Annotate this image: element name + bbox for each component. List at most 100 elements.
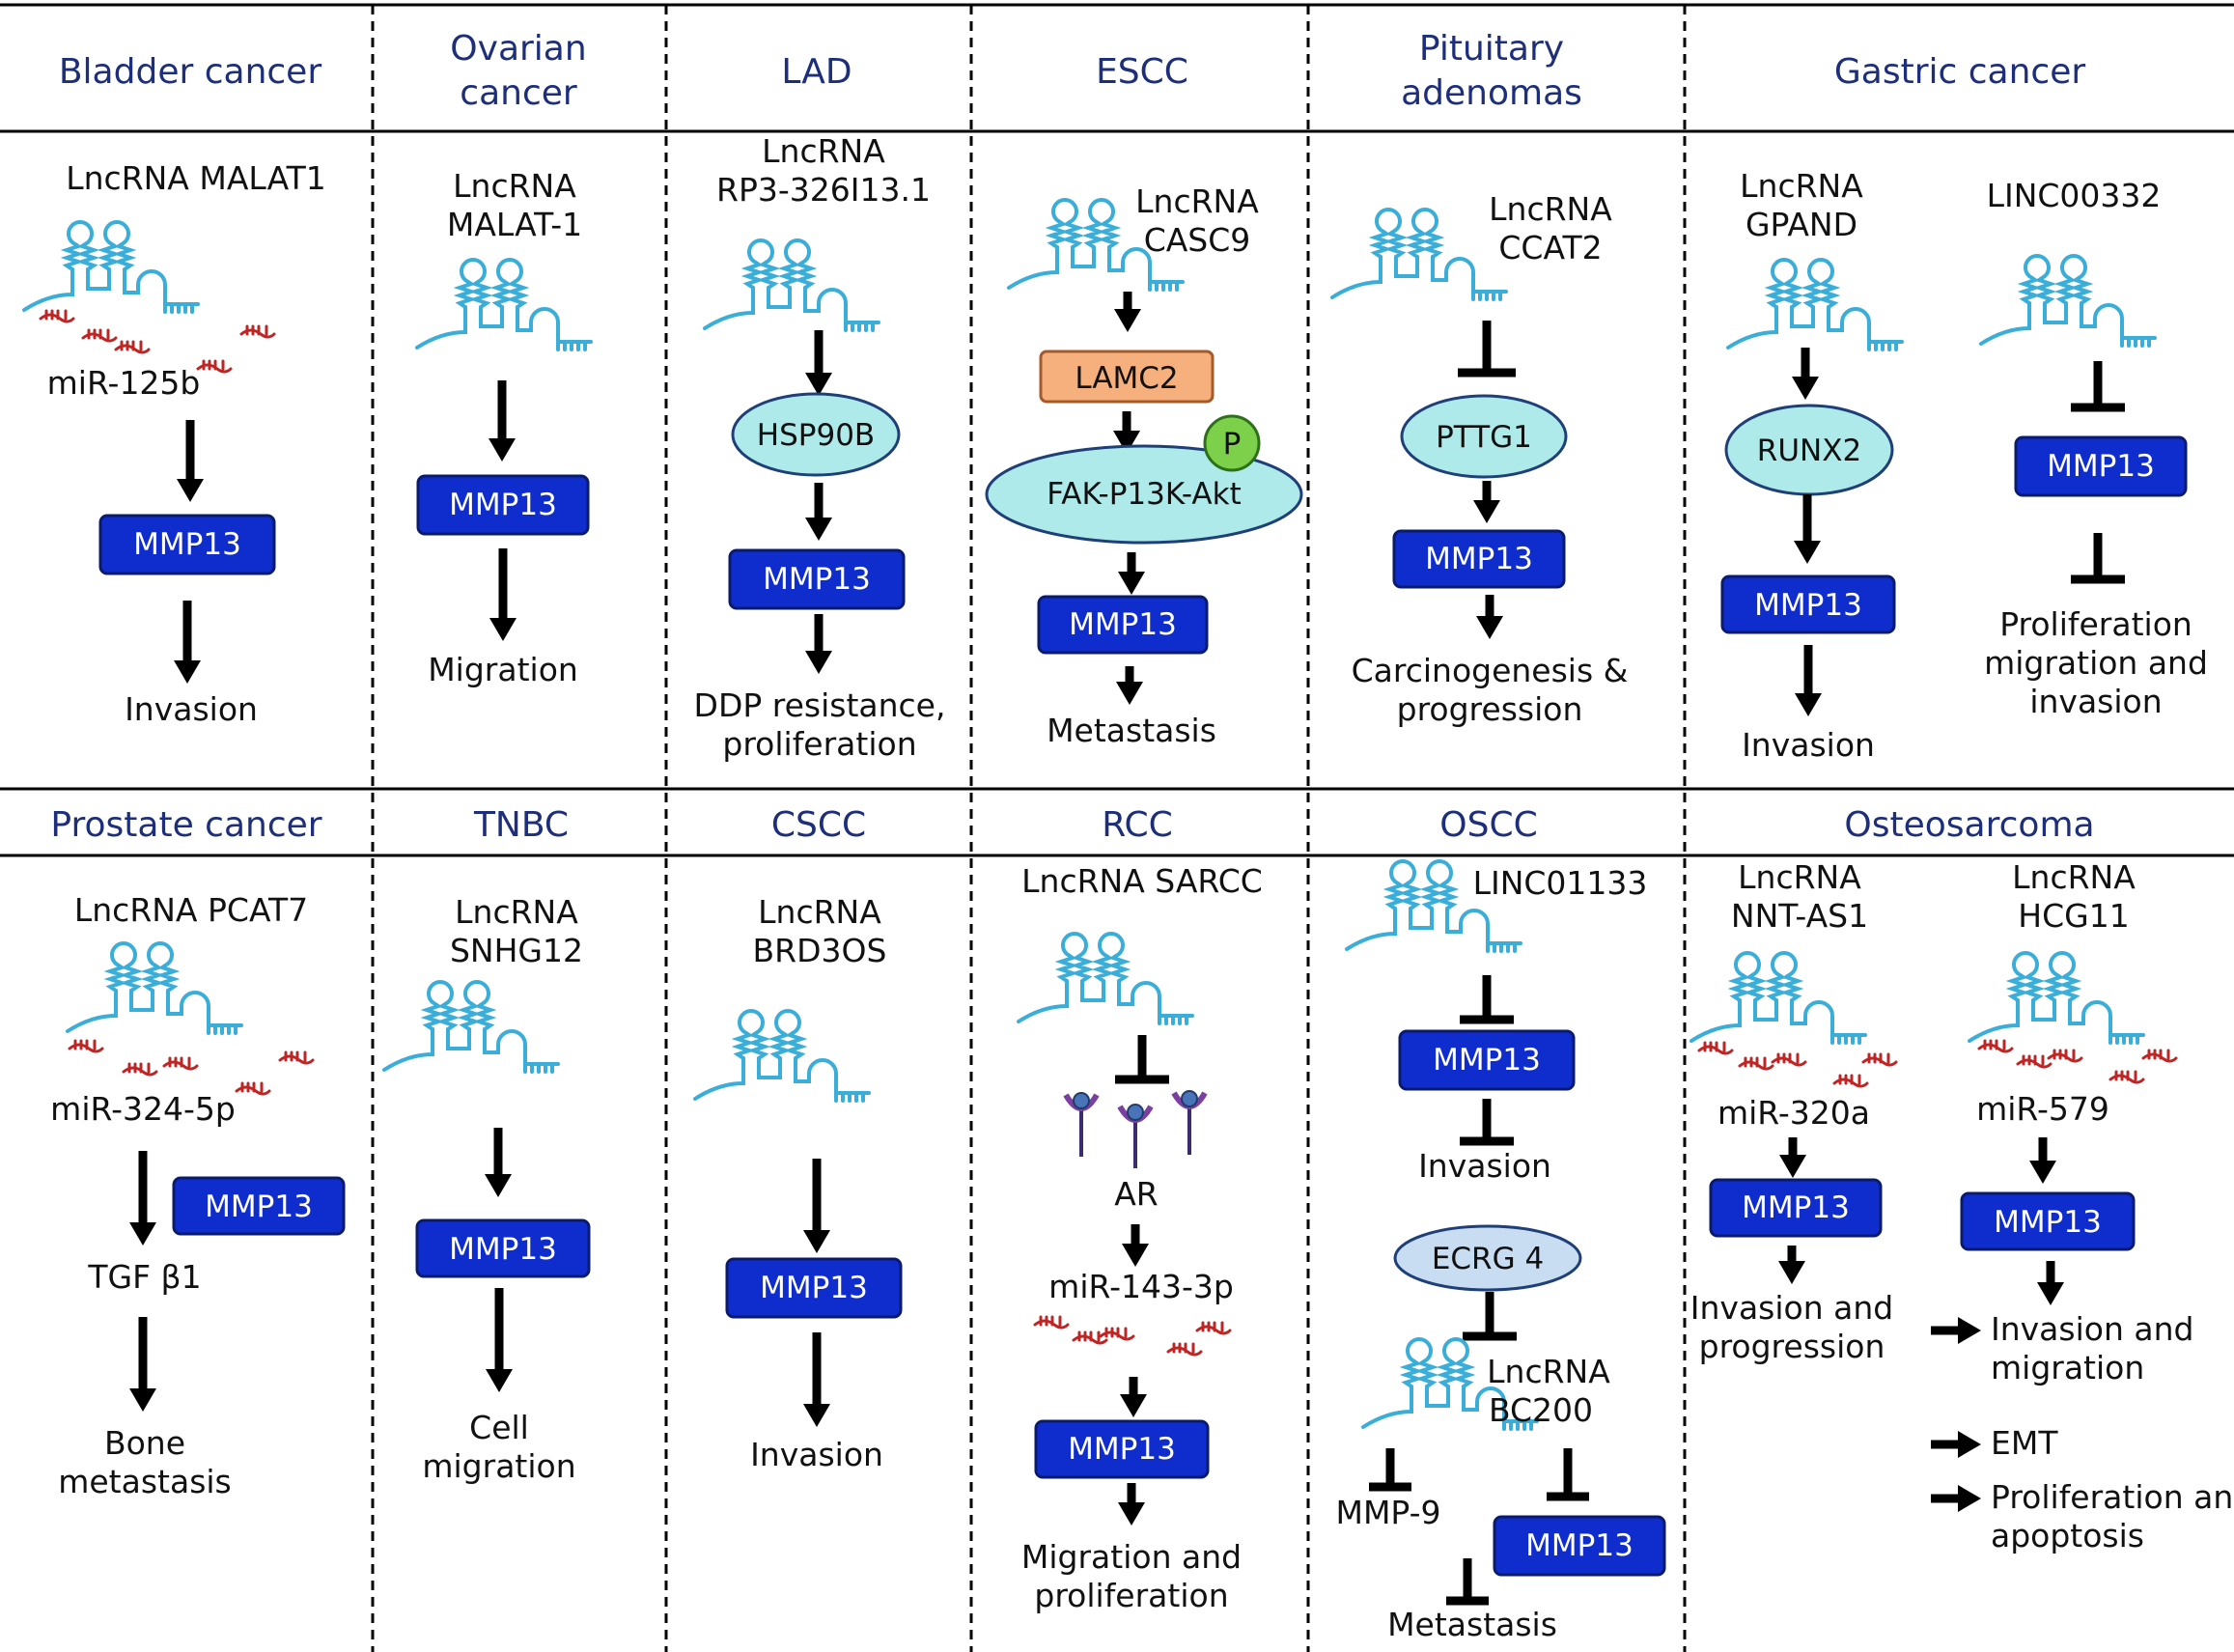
arrow: [1114, 292, 1141, 332]
osteo-mmp13-1-label: MMP13: [1742, 1190, 1850, 1225]
inhibition: [1547, 1448, 1589, 1501]
osteo-outcome1: Invasion and: [1690, 1289, 1893, 1327]
arrow: [2037, 1261, 2064, 1305]
arrow: [485, 1128, 512, 1197]
arrow: [2029, 1137, 2056, 1184]
mirna-icon: [239, 324, 276, 339]
header-oscc: OSCC: [1439, 805, 1537, 845]
mmp13-box: [1392, 529, 1566, 589]
arrow: [1113, 411, 1140, 454]
receptor-icon: [1066, 1093, 1097, 1157]
arrow: [1931, 1317, 1981, 1344]
oscc-oval-label: ECRG 4: [1432, 1242, 1544, 1276]
cscc-mmp13-label: MMP13: [760, 1271, 868, 1305]
mirna-icon: [2108, 1070, 2145, 1084]
arrow: [803, 1332, 830, 1427]
ovarian-panel: LncRNA MALAT-1 MMP13 Migration: [415, 167, 593, 688]
lad-mmp13-label: MMP13: [763, 562, 871, 597]
mirna-icon: [1771, 1052, 1807, 1067]
mmp13-box: [1037, 595, 1209, 655]
mirna-icon: [162, 1056, 199, 1071]
arrow: [1795, 645, 1822, 716]
mirna-icon: [122, 1062, 158, 1077]
prostate-panel: LncRNA PCAT7 miR-324-5p MMP13 TGF β1 Bon…: [50, 891, 346, 1500]
arrow: [1116, 666, 1143, 705]
escc-lncrna-label-line2: CASC9: [1144, 221, 1251, 259]
osteo-lncrna1-label-line2: NNT-AS1: [1731, 897, 1868, 935]
gastric-outcome2: Proliferation: [1999, 605, 2192, 643]
header-lad: LAD: [781, 52, 852, 92]
header-osteosarcoma: Osteosarcoma: [1844, 805, 2094, 845]
tnbc-lncrna-label: LncRNA: [455, 893, 578, 931]
mmp13-box: [1720, 574, 1896, 634]
arrow: [486, 1288, 513, 1392]
bladder-lncrna-icon: [22, 220, 200, 314]
ovarian-lncrna-icon: [415, 258, 593, 351]
arrow: [805, 614, 832, 674]
cscc-lncrna-label: LncRNA: [758, 893, 881, 931]
pituitary-lncrna-label-line2: CCAT2: [1498, 229, 1602, 266]
mirna-icon: [1697, 1041, 1734, 1055]
mirna-icon: [235, 1081, 271, 1096]
mirna-icon: [1738, 1056, 1774, 1071]
gastric-oval-label: RUNX2: [1757, 434, 1861, 468]
prostate-outcome-line2: metastasis: [58, 1463, 232, 1500]
oscc-mmp9-label: MMP-9: [1335, 1494, 1440, 1531]
inhibition: [2071, 533, 2125, 584]
pituitary-lncrna-icon: [1330, 208, 1508, 301]
mmp13-box: [416, 474, 590, 536]
rcc-ar-label: AR: [1114, 1175, 1159, 1213]
osteo-lncrna1-label: LncRNA: [1738, 858, 1861, 896]
tnbc-lncrna-label-line2: SNHG12: [450, 932, 583, 969]
mmp13-box: [1493, 1515, 1666, 1577]
mirna-icon: [1861, 1052, 1898, 1067]
mirna-icon: [2047, 1049, 2083, 1063]
mmp13-box: [98, 514, 276, 575]
osteo-outcome2-1-line2: migration: [1991, 1349, 2144, 1386]
header-tnbc: TNBC: [473, 805, 569, 845]
arrow: [1120, 1377, 1147, 1417]
inhibition: [1460, 1099, 1514, 1146]
table-grid: [0, 3, 2234, 1652]
top-headers: Bladder cancer Ovarian cancer LAD ESCC P…: [59, 29, 2085, 113]
escc-oval-label: FAK-P13K-Akt: [1047, 477, 1242, 512]
mirna-icon: [1195, 1321, 1232, 1335]
osteo-lncrna2-icon: [1968, 951, 2145, 1045]
escc-outcome: Metastasis: [1047, 712, 1216, 749]
phosphorylation-circle: [1203, 414, 1261, 472]
lad-oval-label: HSP90B: [757, 418, 875, 453]
osteo-lncrna2-label-line2: HCG11: [2018, 897, 2129, 935]
rcc-outcome: Migration and: [1021, 1538, 1242, 1576]
mirna-icon: [1832, 1074, 1869, 1088]
osteo-outcome2-3-line2: apoptosis: [1991, 1517, 2144, 1554]
arrow: [129, 1151, 156, 1246]
arrow: [1792, 348, 1819, 400]
lad-panel: LncRNA RP3-326I13.1 HSP90B MMP13 DDP res…: [694, 132, 946, 763]
gastric-mmp13-1-label: MMP13: [1754, 588, 1862, 623]
arrow: [1779, 1137, 1806, 1178]
inhibition: [1446, 1558, 1489, 1606]
osteo-lncrna1-icon: [1689, 951, 1867, 1045]
oscc-outcome1: Invasion: [1418, 1147, 1551, 1185]
mmp13-box: [1034, 1419, 1210, 1479]
ecrg4-oval: [1393, 1224, 1582, 1292]
inhibition: [1115, 1035, 1169, 1084]
prostate-tgf-label: TGF β1: [87, 1258, 201, 1296]
mirna-icon: [1977, 1039, 2014, 1053]
mirna-icon: [2141, 1049, 2178, 1063]
mirna-icon: [1099, 1327, 1135, 1341]
receptor-icon: [1174, 1091, 1205, 1155]
mmp13-box: [725, 1257, 903, 1319]
header-ovarian-line2: cancer: [460, 73, 577, 113]
bladder-panel: LncRNA MALAT1 miR-125b MMP13 Invasion: [22, 159, 326, 728]
header-escc: ESCC: [1096, 52, 1188, 92]
hsp90b-oval: [731, 392, 901, 477]
gastric-panel: LncRNA GPAND RUNX2 MMP13 Invasion LINC00…: [1720, 167, 2208, 764]
lad-outcome: DDP resistance,: [694, 686, 946, 724]
arrow: [1794, 494, 1821, 564]
mmp13-box: [1398, 1029, 1576, 1091]
arrow: [1931, 1431, 1981, 1458]
osteo-outcome2-3: Proliferation and: [1991, 1478, 2234, 1516]
gastric-outcome1: Invasion: [1742, 726, 1875, 764]
tnbc-lncrna-icon: [382, 980, 560, 1074]
